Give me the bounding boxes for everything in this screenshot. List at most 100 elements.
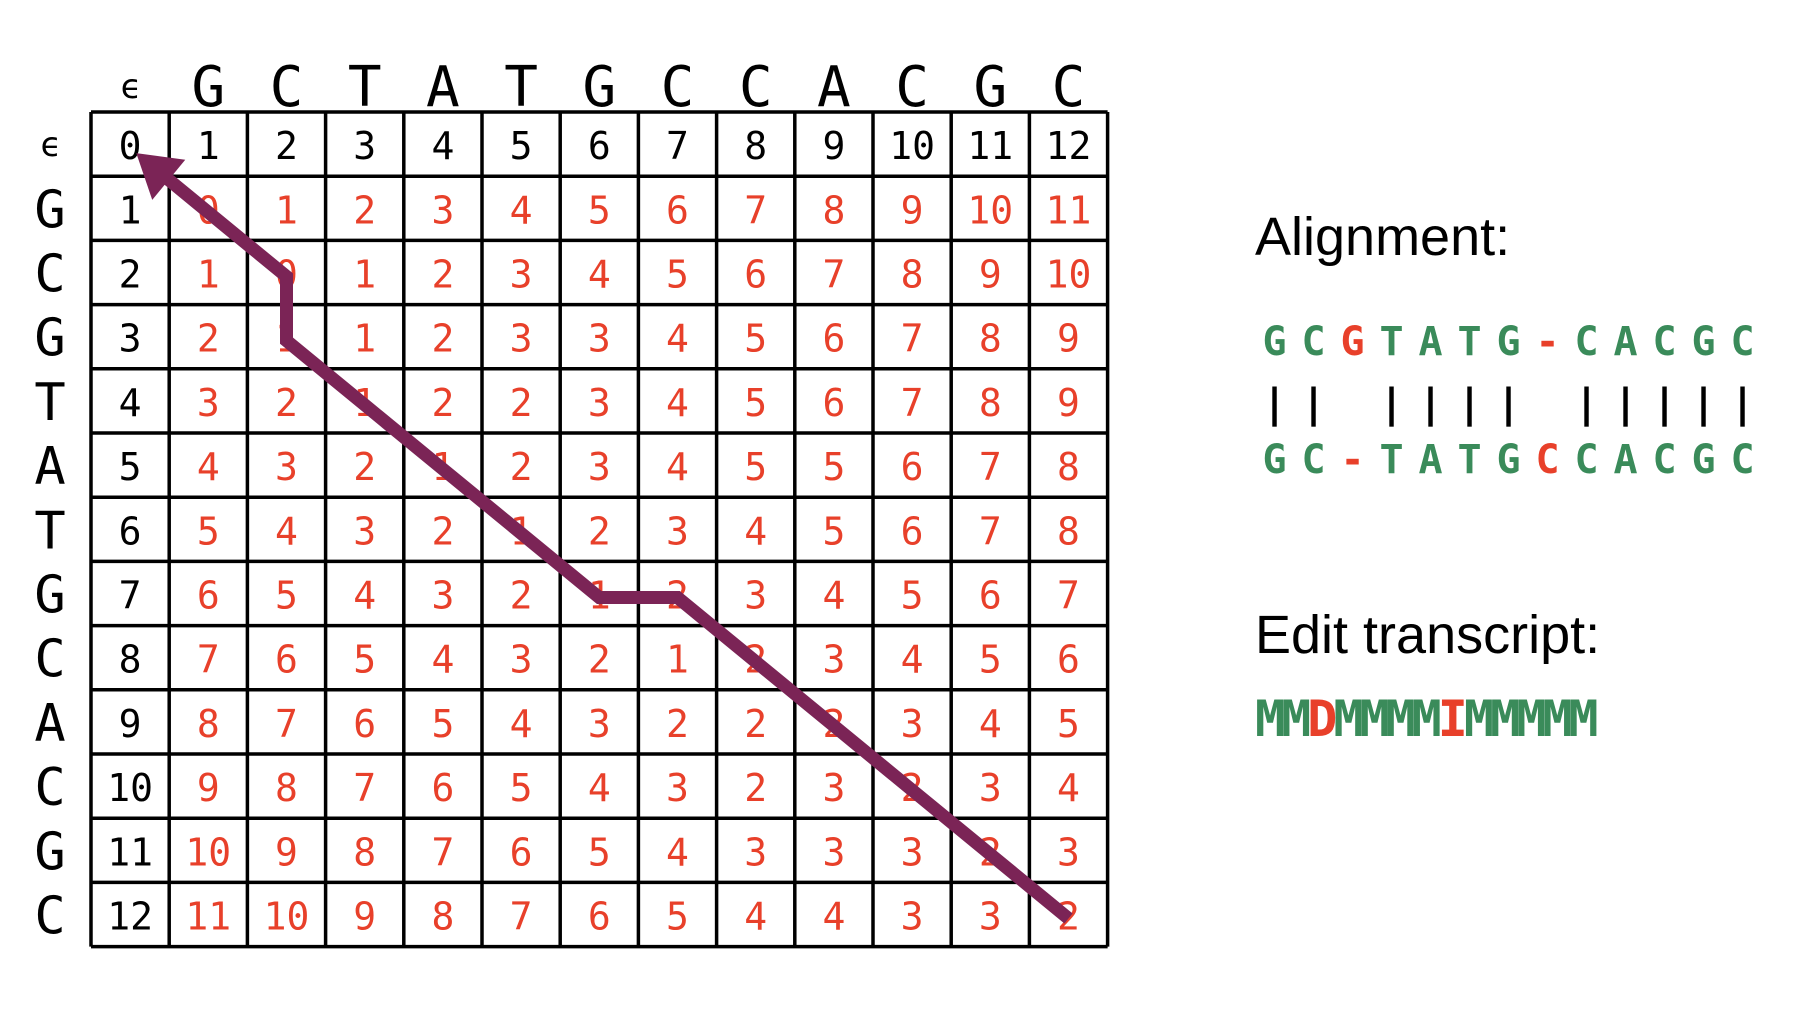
alignment-bar: | <box>1613 381 1638 427</box>
cell-value: 10 <box>967 188 1013 232</box>
boundary-cell-value: 11 <box>107 830 153 874</box>
cell-value: 2 <box>431 509 454 553</box>
cell-value: 9 <box>1057 381 1080 425</box>
cell-value: 8 <box>822 188 845 232</box>
column-header-char: G <box>973 55 1007 120</box>
cell-value: 3 <box>275 445 298 489</box>
row-header-char: A <box>34 437 65 497</box>
cell-value: 4 <box>431 638 454 682</box>
cell-value: 6 <box>822 317 845 361</box>
edit-transcript: MMDMMMMIMMMMM <box>1255 690 1598 748</box>
alignment-bar: | <box>1262 381 1287 427</box>
cell-value: 4 <box>510 702 533 746</box>
alignment-char: C <box>1652 437 1677 483</box>
cell-value: 5 <box>901 574 924 618</box>
cell-value: 5 <box>666 253 689 297</box>
alignment-char: C <box>1301 437 1326 483</box>
matrix-grid <box>89 110 1110 949</box>
column-header-char: G <box>582 55 616 120</box>
cell-value: 4 <box>979 702 1002 746</box>
cell-value: 3 <box>979 895 1002 939</box>
alignment-char: G <box>1262 437 1287 483</box>
row-header-char: A <box>34 694 65 754</box>
cell-value: 6 <box>588 895 611 939</box>
cell-value: 6 <box>275 638 298 682</box>
boundary-cell-value: 10 <box>107 766 153 810</box>
cell-value: 6 <box>197 574 220 618</box>
cell-value: 4 <box>510 188 533 232</box>
transcript-op: M <box>1359 690 1389 748</box>
row-header-char: G <box>34 180 65 240</box>
boundary-cell-value: 7 <box>666 124 689 168</box>
cell-value: 4 <box>197 445 220 489</box>
cell-value: 2 <box>353 188 376 232</box>
boundary-cell-value: 5 <box>119 445 142 489</box>
row-header-char: G <box>34 566 65 626</box>
transcript-op: M <box>1411 690 1442 748</box>
cell-value: 11 <box>185 895 231 939</box>
cell-value: 7 <box>822 253 845 297</box>
cell-value: 9 <box>353 895 376 939</box>
cell-value: 5 <box>666 895 689 939</box>
traceback-path <box>159 170 1073 924</box>
cell-value: 5 <box>353 638 376 682</box>
row-header-char: C <box>34 630 65 690</box>
cell-value: 2 <box>588 638 611 682</box>
cell-value: 4 <box>666 381 689 425</box>
cell-value: 2 <box>744 766 767 810</box>
cell-value: 3 <box>744 574 767 618</box>
transcript-op: M <box>1489 690 1520 748</box>
cell-value: 3 <box>588 381 611 425</box>
alignment-char: A <box>1418 319 1443 365</box>
alignment-char: G <box>1496 437 1521 483</box>
row-header-char: G <box>34 822 65 882</box>
cell-value: 5 <box>588 188 611 232</box>
cell-value: 5 <box>744 445 767 489</box>
alignment-char: C <box>1301 319 1326 365</box>
cell-value: 3 <box>901 702 924 746</box>
transcript-op: M <box>1255 690 1285 748</box>
cell-value: 6 <box>901 445 924 489</box>
cell-value: 2 <box>275 381 298 425</box>
row-header-char: C <box>34 887 65 947</box>
cell-value: 5 <box>1057 702 1080 746</box>
transcript-op: M <box>1542 690 1572 748</box>
alignment-char: C <box>1574 437 1599 483</box>
cell-value: 4 <box>744 509 767 553</box>
traceback-arrowhead <box>136 153 186 200</box>
boundary-cell-value: 2 <box>275 124 298 168</box>
alignment-char: C <box>1652 319 1677 365</box>
cell-value: 5 <box>822 445 845 489</box>
alignment-char: A <box>1613 437 1638 483</box>
cell-value: 6 <box>1057 638 1080 682</box>
alignment-char: C <box>1574 319 1599 365</box>
cell-value: 3 <box>666 509 689 553</box>
cell-value: 2 <box>431 317 454 361</box>
cell-value: 5 <box>431 702 454 746</box>
cell-value: 8 <box>353 830 376 874</box>
cell-value: 6 <box>901 509 924 553</box>
cell-value: 9 <box>901 188 924 232</box>
cell-value: 6 <box>666 188 689 232</box>
cell-value: 3 <box>588 702 611 746</box>
cell-value: 2 <box>510 574 533 618</box>
row-header-char: C <box>34 758 65 818</box>
column-header-char: C <box>895 55 929 120</box>
boundary-cell-value: 5 <box>510 124 533 168</box>
cell-value: 5 <box>744 317 767 361</box>
cell-value: 3 <box>979 766 1002 810</box>
transcript-op: M <box>1385 690 1416 748</box>
cell-value: 5 <box>822 509 845 553</box>
cell-value: 6 <box>979 574 1002 618</box>
column-header-epsilon: ϵ <box>120 67 140 107</box>
boundary-cell-value: 1 <box>197 124 220 168</box>
cell-value: 5 <box>275 574 298 618</box>
boundary-cell-value: 0 <box>119 124 142 168</box>
alignment-char: G <box>1496 319 1521 365</box>
boundary-cell-value: 12 <box>107 895 153 939</box>
cell-value: 3 <box>822 766 845 810</box>
cell-value: 4 <box>822 574 845 618</box>
cell-value: 2 <box>588 509 611 553</box>
cell-value: 9 <box>275 830 298 874</box>
